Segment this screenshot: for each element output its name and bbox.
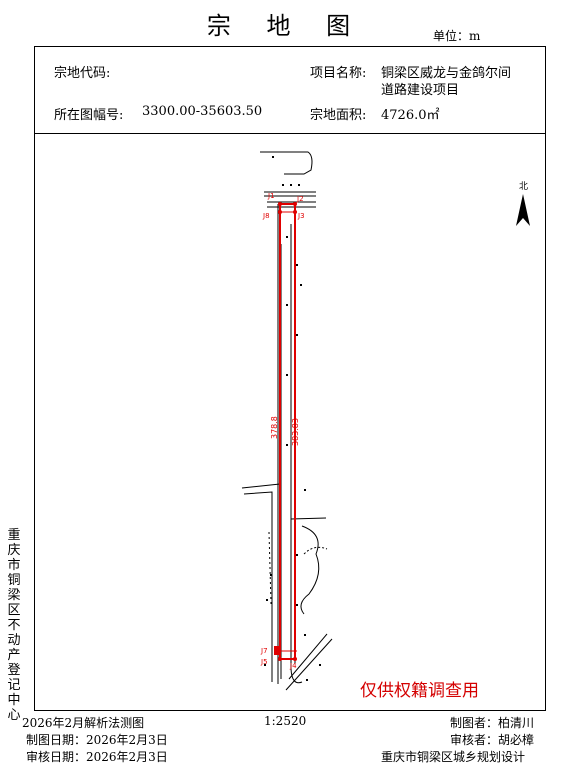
north-label: 北 (519, 181, 528, 192)
map-frame (34, 46, 546, 711)
point-label-j4: J4 (289, 662, 297, 670)
point-label-j8: J8 (262, 212, 270, 220)
basemap-dots (264, 156, 321, 681)
point-label-j7: J7 (260, 647, 268, 655)
dimension-left-label: 378.8 (270, 416, 279, 439)
survey-method: 2026年2月解析法测图 (22, 716, 145, 730)
point-label-j3: J3 (297, 212, 305, 220)
point-label-j2: J2 (296, 195, 304, 203)
unit-label: 单位：m (433, 29, 481, 43)
project-name-line2: 道路建设项目 (381, 83, 460, 98)
watermark-stamp: 仅供权籍调查用 (360, 681, 479, 701)
point-label-j1: J1 (267, 192, 275, 200)
project-name-label: 项目名称: (310, 66, 367, 81)
basemap-lines (241, 151, 333, 691)
header-divider (34, 133, 546, 134)
map-scale: 1:2520 (264, 714, 307, 728)
side-org-label: 重庆市铜梁区不动产登记中心 (7, 528, 21, 723)
north-arrow-icon: 北 (516, 181, 530, 226)
draw-date: 制图日期：2026年2月3日 (26, 733, 168, 747)
map-sheet-label: 所在图幅号: (54, 108, 124, 123)
area-value: 4726.0㎡ (381, 108, 440, 123)
map-sheet-value: 3300.00-35603.50 (142, 104, 263, 119)
design-org: 重庆市铜梁区城乡规划设计 (381, 750, 526, 764)
project-name-line1: 铜梁区威龙与金鸽尔间 (381, 66, 512, 81)
review-date: 审核日期：2026年2月3日 (26, 750, 168, 764)
area-label: 宗地面积: (310, 108, 367, 123)
dimension-right-label: 383.83 (291, 418, 300, 446)
parcel-code-label: 宗地代码: (54, 66, 111, 81)
drafter: 制图者：柏清川 (450, 716, 535, 730)
parcel-vertices (274, 202, 297, 661)
reviewer: 审核者：胡必樟 (450, 733, 535, 747)
point-label-j5: J5 (260, 658, 268, 666)
page-title: 宗 地 图 (206, 12, 365, 40)
parcel-map: J1 J2 J3 J4 J5 J7 J8 378.8 383.83 北 (241, 151, 530, 691)
